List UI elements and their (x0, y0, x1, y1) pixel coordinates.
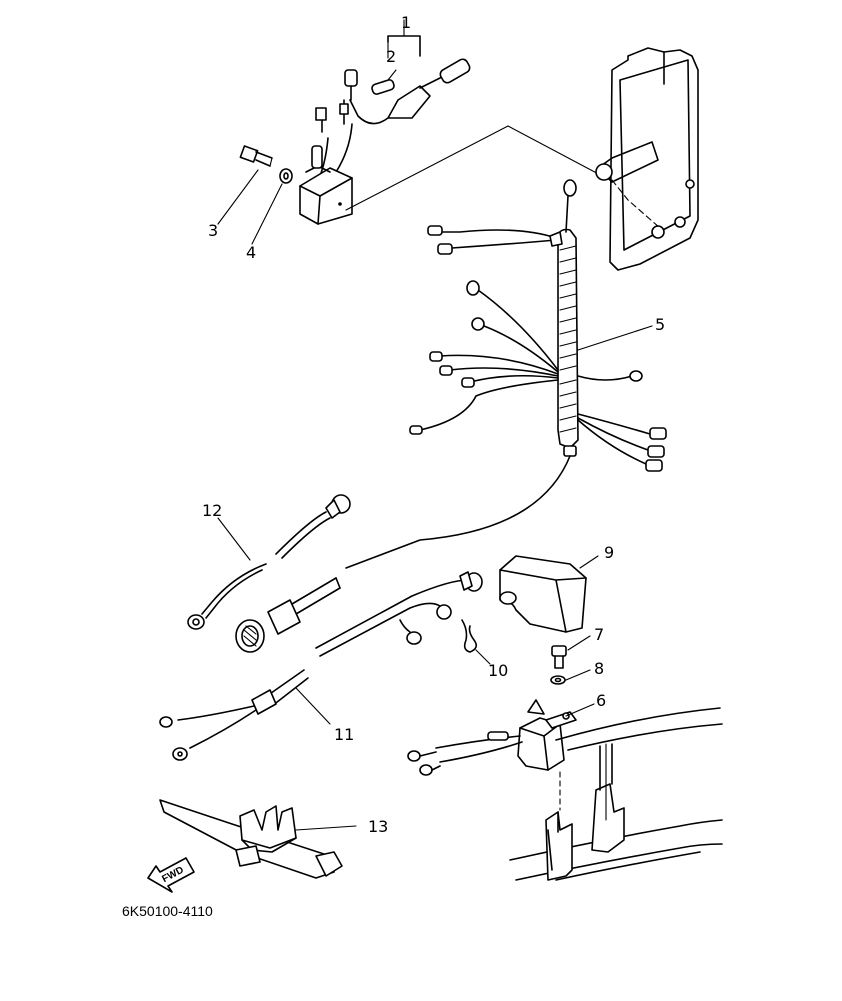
bolt-and-washer (217, 145, 293, 245)
cable-band-holder (159, 799, 357, 879)
callout-9: 9 (604, 543, 614, 562)
cover-cap (499, 555, 599, 633)
starter-relay (407, 699, 595, 811)
engine-base (509, 707, 723, 881)
wire-clip (461, 619, 491, 665)
fuse-holder-assembly (315, 19, 471, 177)
callout-5: 5 (655, 315, 665, 334)
callout-1: 1 (401, 13, 411, 32)
callout-4: 4 (246, 243, 256, 262)
wiring-lead-set (159, 571, 483, 761)
regulator-unit (299, 125, 607, 225)
callout-8: 8 (594, 659, 604, 678)
drawing-code: 6K50100-4110 (122, 903, 213, 919)
main-wire-harness (345, 179, 667, 569)
callout-6: 6 (596, 691, 606, 710)
fwd-arrow (147, 857, 195, 893)
small-bolt-and-washer (550, 635, 591, 685)
callout-2: 2 (386, 47, 396, 66)
battery-cable (187, 494, 351, 630)
callout-labels: 1 2 3 4 5 6 7 8 9 10 11 12 13 FWD 6K5010… (122, 13, 665, 919)
callout-11: 11 (334, 725, 354, 744)
callout-12: 12 (202, 501, 222, 520)
main-switch (235, 577, 341, 653)
mounting-bracket (595, 47, 699, 271)
callout-10: 10 (488, 661, 508, 680)
callout-13: 13 (368, 817, 388, 836)
callout-3: 3 (208, 221, 218, 240)
callout-7: 7 (594, 625, 604, 644)
